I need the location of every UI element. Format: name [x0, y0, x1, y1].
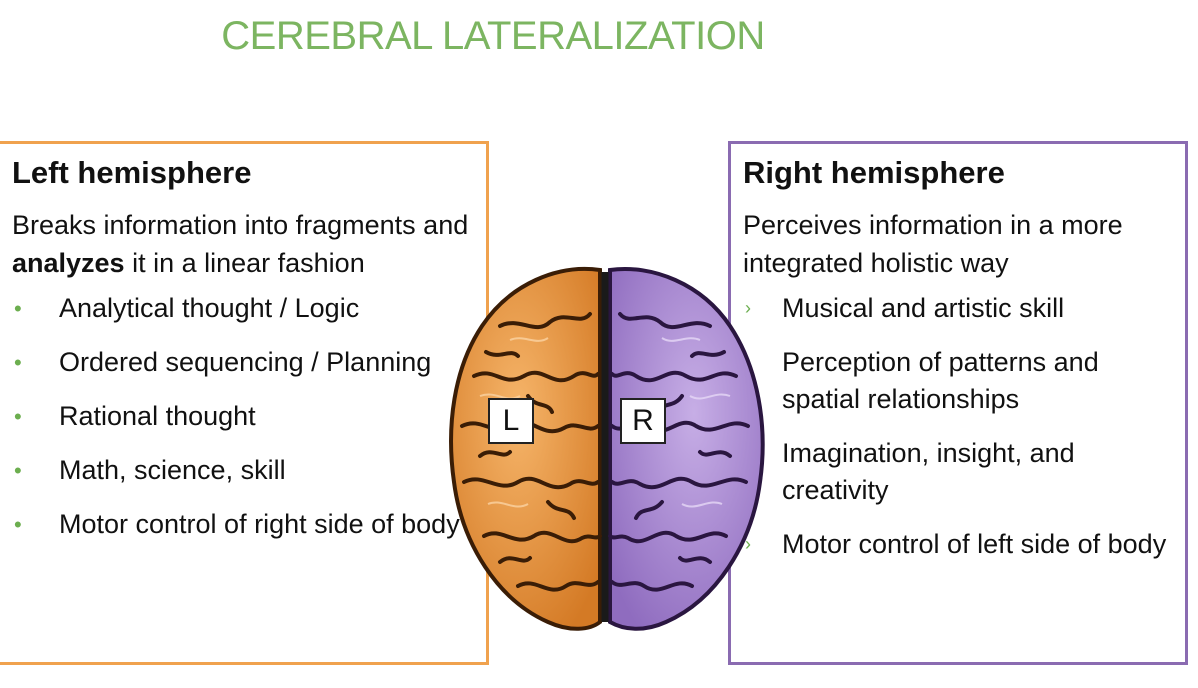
right-hemisphere-label: R: [620, 398, 666, 444]
left-hemisphere-label: L: [488, 398, 534, 444]
list-item: •Ordered sequencing / Planning: [12, 344, 480, 381]
page-title: CEREBRAL LATERALIZATION: [221, 14, 765, 58]
bullet-icon: ›: [745, 298, 751, 318]
right-hemisphere-panel: Right hemisphere Perceives information i…: [728, 141, 1188, 665]
list-item: ›Musical and artistic skill: [743, 290, 1179, 327]
left-desc-bold: analyzes: [12, 248, 125, 278]
right-gyri: [608, 312, 750, 592]
right-heading: Right hemisphere: [743, 155, 1005, 190]
list-item: •Motor control of right side of body: [12, 506, 480, 543]
list-item: ›Perception of patterns and spatial rela…: [743, 344, 1179, 418]
left-gyri: [460, 312, 602, 592]
right-bullet-list: ›Musical and artistic skill ›Perception …: [743, 290, 1179, 563]
left-highlights: [479, 337, 549, 508]
right-highlights: [661, 337, 731, 508]
bullet-icon: •: [14, 296, 22, 321]
bullet-icon: •: [14, 404, 22, 429]
list-item: •Rational thought: [12, 398, 480, 435]
bullet-icon: •: [14, 512, 22, 537]
bullet-icon: ›: [745, 534, 751, 554]
left-desc-text-2: it in a linear fashion: [124, 248, 365, 278]
bullet-icon: •: [14, 458, 22, 483]
brain-illustration: [440, 256, 780, 636]
list-item: ›Imagination, insight, and creativity: [743, 435, 1179, 509]
right-panel-content: Right hemisphere Perceives information i…: [743, 154, 1179, 580]
left-hemisphere-panel: Left hemisphere Breaks information into …: [0, 141, 489, 665]
left-description: Breaks information into fragments and an…: [12, 206, 480, 282]
brain-icon: [449, 267, 765, 631]
left-bullet-list: •Analytical thought / Logic •Ordered seq…: [12, 290, 480, 543]
list-item: •Math, science, skill: [12, 452, 480, 489]
bullet-icon: •: [14, 350, 22, 375]
list-item: ›Motor control of left side of body: [743, 526, 1179, 563]
left-hemisphere-shape: [449, 267, 602, 631]
left-heading: Left hemisphere: [12, 155, 252, 190]
left-panel-content: Left hemisphere Breaks information into …: [12, 154, 480, 560]
right-description: Perceives information in a more integrat…: [743, 210, 1123, 278]
list-item: •Analytical thought / Logic: [12, 290, 480, 327]
left-desc-text-1: Breaks information into fragments and: [12, 210, 469, 240]
